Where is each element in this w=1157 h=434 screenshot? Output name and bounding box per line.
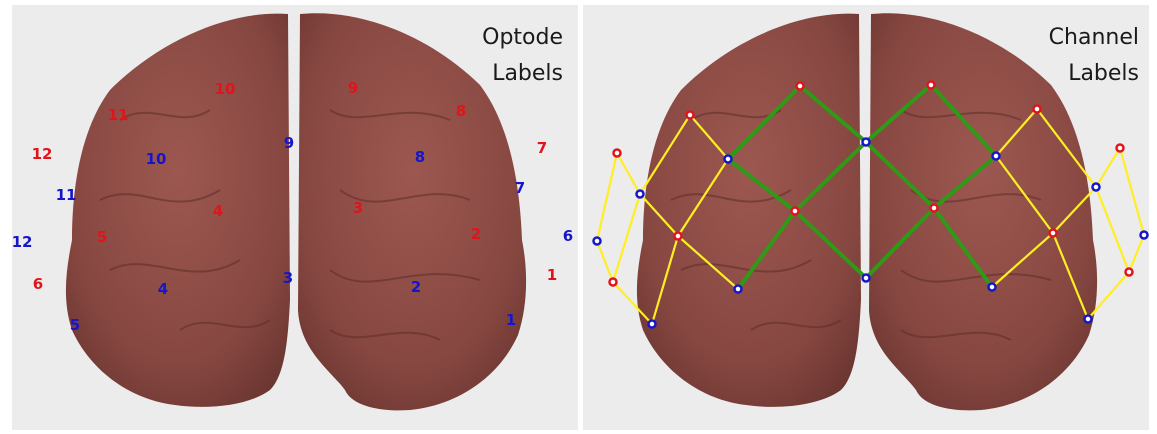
source-marker bbox=[1034, 106, 1041, 113]
source-label-2: 2 bbox=[471, 225, 481, 243]
detector-label-4: 4 bbox=[158, 280, 168, 298]
detector-marker bbox=[725, 156, 732, 163]
detector-label-1: 1 bbox=[506, 311, 516, 329]
detector-label-9: 9 bbox=[284, 134, 294, 152]
source-label-7: 7 bbox=[537, 139, 547, 157]
detector-marker bbox=[863, 275, 870, 282]
source-marker bbox=[675, 233, 682, 240]
detector-marker bbox=[1085, 316, 1092, 323]
detector-label-5: 5 bbox=[70, 316, 80, 334]
detector-marker bbox=[993, 153, 1000, 160]
source-marker bbox=[931, 205, 938, 212]
detector-label-8: 8 bbox=[415, 148, 425, 166]
detector-marker bbox=[1141, 232, 1148, 239]
source-label-5: 5 bbox=[97, 228, 107, 246]
source-label-12: 12 bbox=[32, 145, 53, 163]
detector-label-7: 7 bbox=[515, 179, 525, 197]
source-marker bbox=[610, 279, 617, 286]
right-title-line1: Channel bbox=[1049, 25, 1139, 50]
detector-marker bbox=[637, 191, 644, 198]
source-marker bbox=[797, 83, 804, 90]
right-title-line2: Labels bbox=[1068, 61, 1139, 86]
left-title-line2: Labels bbox=[492, 61, 563, 86]
detector-label-6: 6 bbox=[563, 227, 573, 245]
source-label-3: 3 bbox=[353, 199, 363, 217]
source-label-6: 6 bbox=[33, 275, 43, 293]
source-label-4: 4 bbox=[213, 202, 223, 220]
left-title-line1: Optode bbox=[482, 25, 563, 50]
detector-marker bbox=[1093, 184, 1100, 191]
detector-marker bbox=[594, 238, 601, 245]
detector-marker bbox=[735, 286, 742, 293]
detector-label-12: 12 bbox=[12, 233, 33, 251]
detector-label-3: 3 bbox=[283, 269, 293, 287]
source-marker bbox=[614, 150, 621, 157]
source-marker bbox=[928, 82, 935, 89]
left-panel: Optode Labels 1 2 3 4 5 6 7 8 9 10 11 12… bbox=[12, 5, 578, 430]
source-marker bbox=[1117, 145, 1124, 152]
source-label-1: 1 bbox=[547, 266, 557, 284]
detector-marker bbox=[989, 284, 996, 291]
source-label-9: 9 bbox=[348, 79, 358, 97]
source-label-10: 10 bbox=[215, 80, 236, 98]
source-marker bbox=[1126, 269, 1133, 276]
detector-marker bbox=[649, 321, 656, 328]
source-label-11: 11 bbox=[108, 106, 129, 124]
source-marker bbox=[792, 208, 799, 215]
source-label-8: 8 bbox=[456, 102, 466, 120]
detector-label-10: 10 bbox=[146, 150, 167, 168]
detector-label-2: 2 bbox=[411, 278, 421, 296]
detector-marker bbox=[863, 139, 870, 146]
source-marker bbox=[1050, 230, 1057, 237]
source-marker bbox=[687, 112, 694, 119]
right-panel: Channel Labels bbox=[583, 5, 1149, 430]
detector-label-11: 11 bbox=[56, 186, 77, 204]
